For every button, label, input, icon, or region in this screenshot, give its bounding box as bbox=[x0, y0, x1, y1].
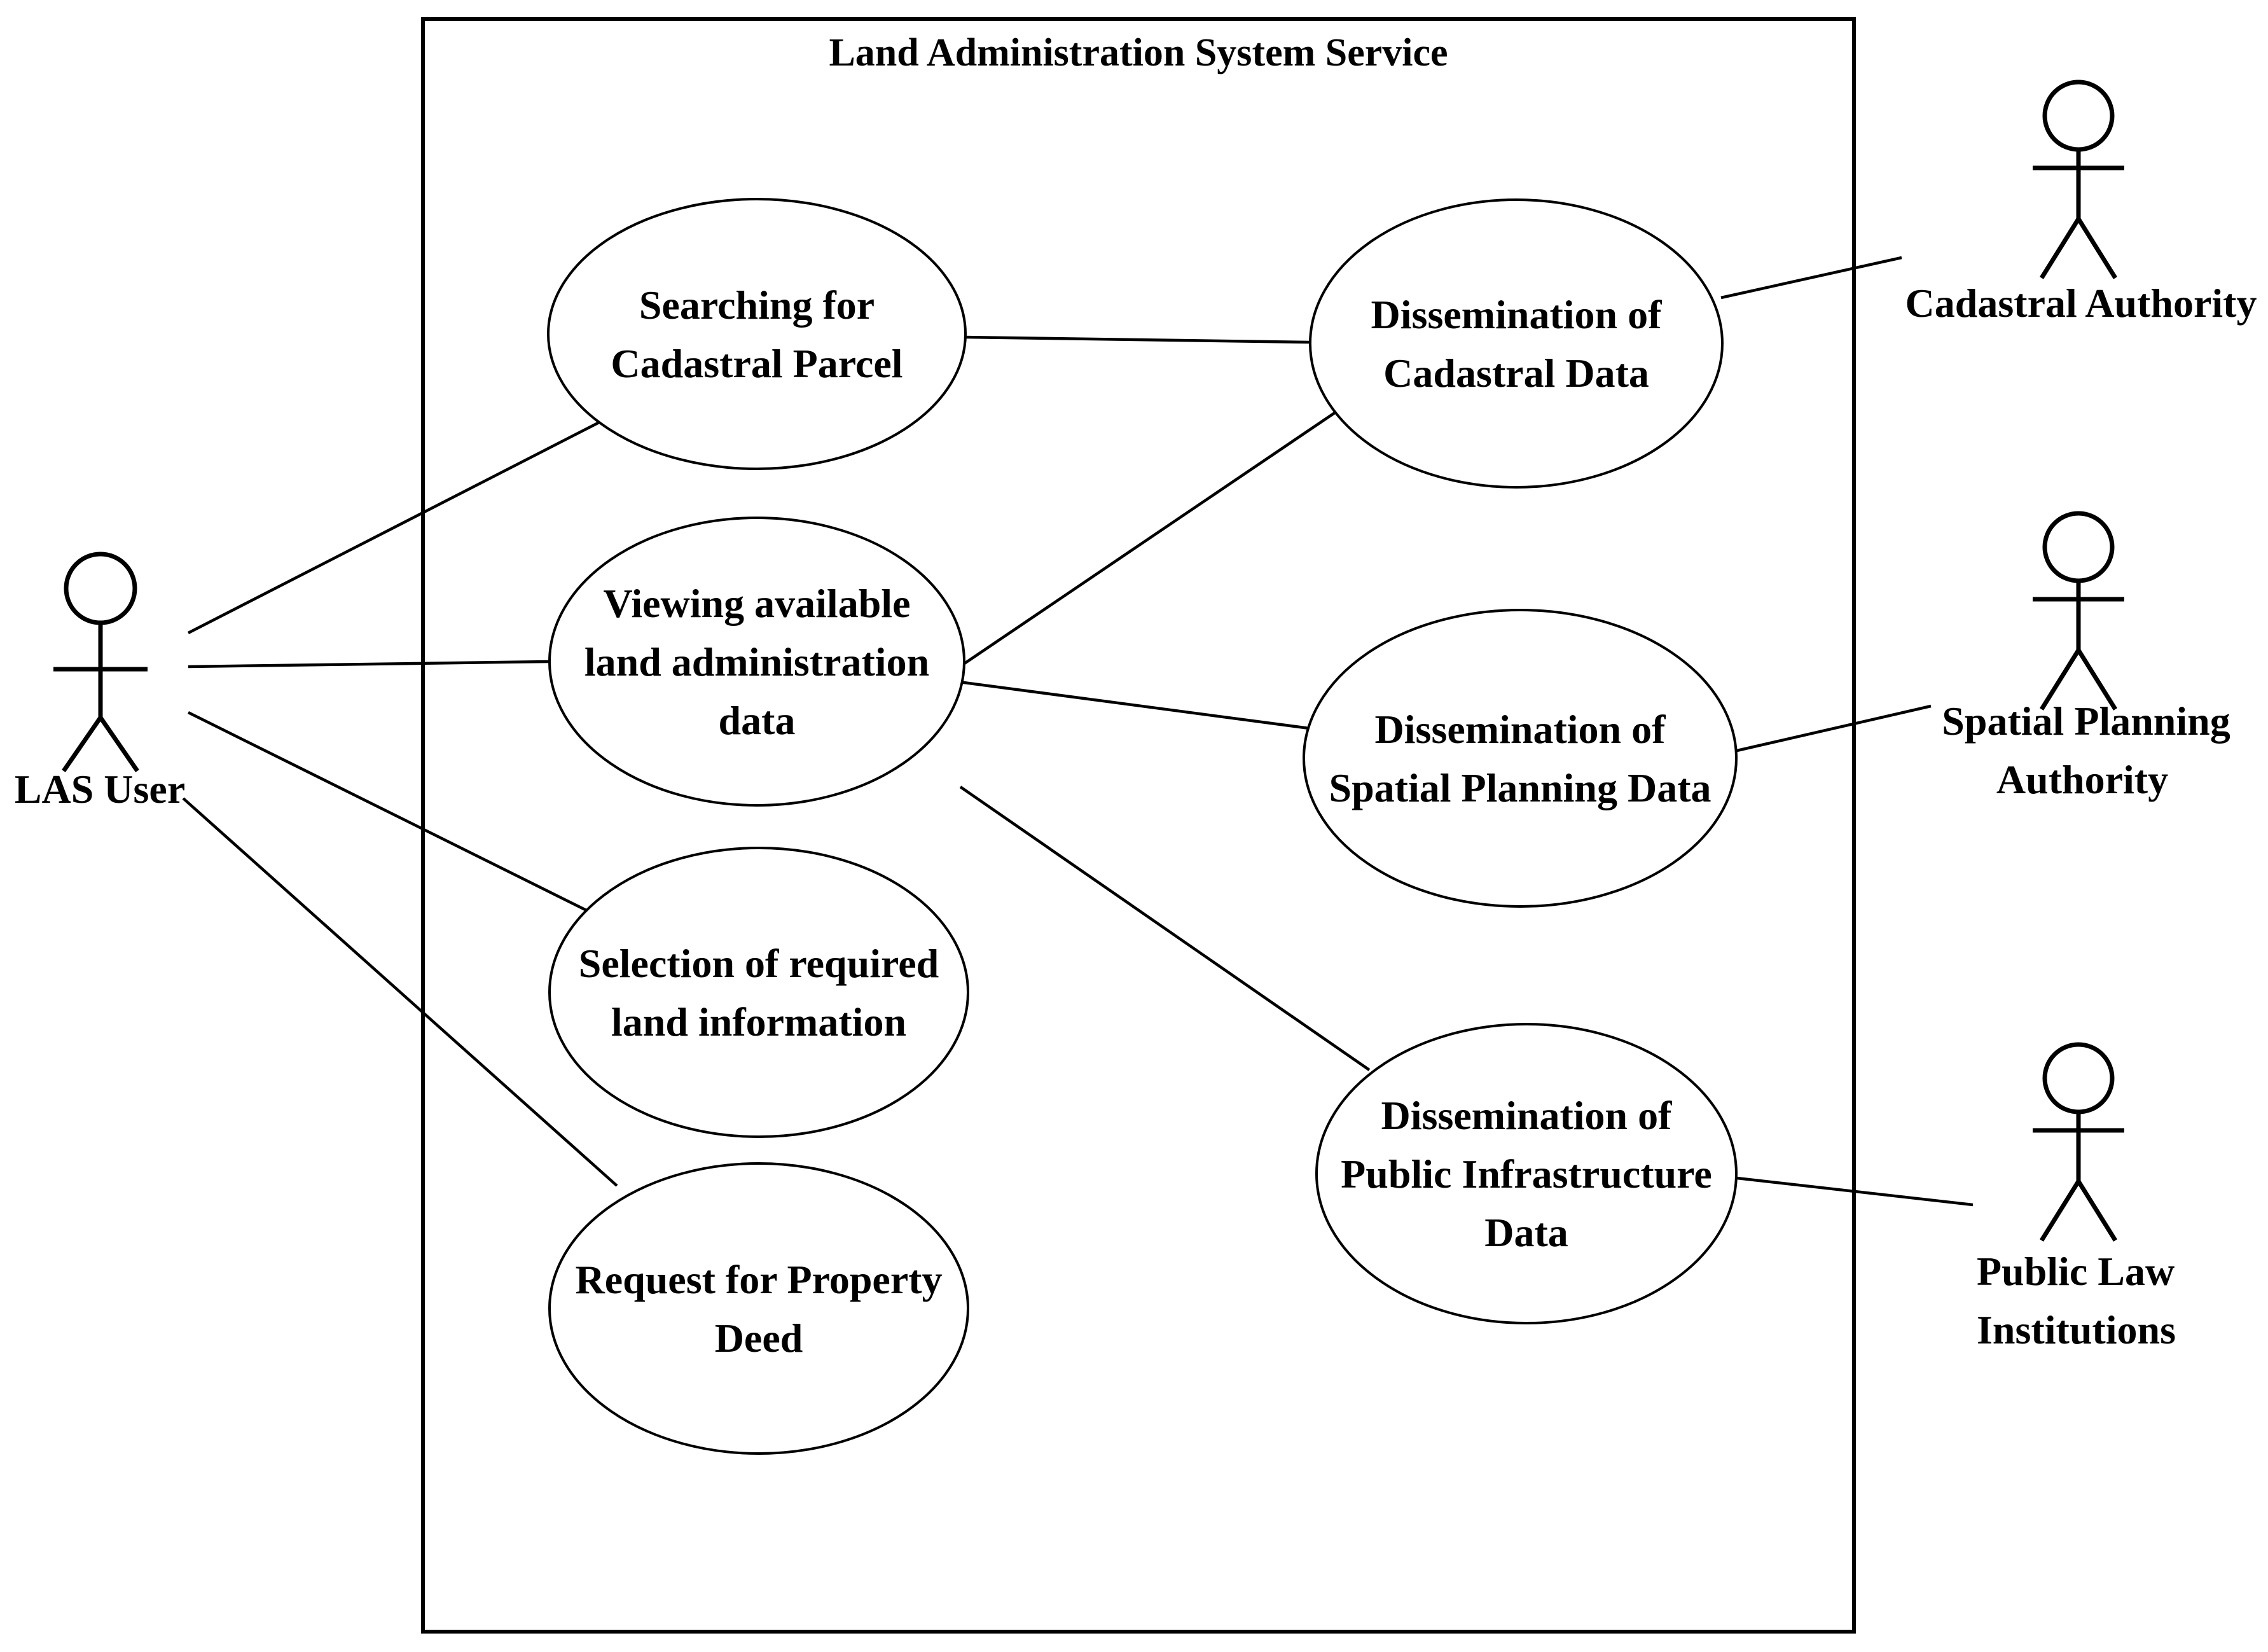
use-case-ellipse bbox=[548, 1162, 969, 1455]
use-case-ellipse bbox=[1309, 198, 1724, 489]
use-case-ellipse bbox=[547, 198, 967, 470]
use-case-ellipse bbox=[548, 847, 969, 1138]
association-las_user-selection_required_info bbox=[187, 711, 588, 912]
association-dissemination_spatial-spatial_planning_authority bbox=[1736, 704, 1932, 753]
stick-figure-icon bbox=[2033, 511, 2124, 711]
stick-figure-icon bbox=[53, 552, 148, 772]
system-boundary-box bbox=[421, 17, 1856, 1634]
association-viewing_available_data-dissemination_spatial bbox=[958, 680, 1310, 730]
association-dissemination_infrastructure-public_law_institutions bbox=[1736, 1176, 1974, 1207]
actor-label: Cadastral Authority bbox=[1905, 281, 2257, 326]
association-las_user-searching_cadastral_parcel bbox=[187, 420, 600, 635]
actor-label: Public Law bbox=[1977, 1249, 2175, 1294]
actor-label: Spatial Planning bbox=[1942, 698, 2230, 744]
actor-label: Institutions bbox=[1977, 1307, 2176, 1352]
actor-label: Authority bbox=[1996, 757, 2168, 802]
actor-cadastral_authority: Cadastral Authority bbox=[1905, 80, 2257, 326]
association-dissemination_cadastral-cadastral_authority bbox=[1720, 256, 1902, 300]
actor-label: LAS User bbox=[15, 767, 185, 812]
association-viewing_available_data-dissemination_infrastructure bbox=[959, 786, 1371, 1071]
use-case-ellipse bbox=[548, 517, 965, 807]
stick-figure-icon bbox=[2033, 80, 2124, 279]
association-searching_cadastral_parcel-dissemination_cadastral bbox=[965, 335, 1311, 344]
stick-figure-icon bbox=[2033, 1042, 2124, 1242]
actor-las_user: LAS User bbox=[15, 552, 185, 812]
association-viewing_available_data-dissemination_cadastral bbox=[960, 411, 1337, 667]
association-las_user-request_property_deed bbox=[182, 797, 618, 1187]
use-case-ellipse bbox=[1315, 1023, 1738, 1324]
system-title: Land Administration System Service bbox=[829, 31, 1448, 74]
use-case-ellipse bbox=[1303, 609, 1738, 908]
association-las_user-viewing_available_data bbox=[188, 660, 550, 669]
